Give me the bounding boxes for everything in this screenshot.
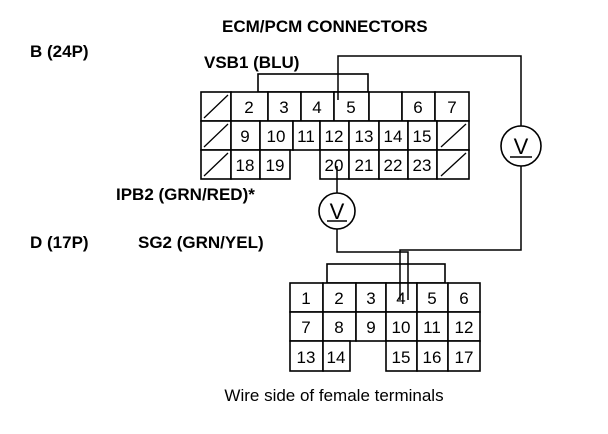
connector-d-wire-label: SG2 (GRN/YEL) [138, 233, 264, 252]
connector-d-cavity [385, 282, 418, 313]
connector-b-wire-label: VSB1 (BLU) [204, 53, 299, 72]
connector-d: 1 2 3 4 5 6 7 8 9 10 11 12 13 14 15 16 1… [289, 263, 481, 372]
connector-b-blank-mark [440, 123, 467, 148]
connector-b-cavity [348, 149, 380, 180]
probe-wire-b5 [337, 55, 522, 126]
connector-b-blank-mark [203, 123, 229, 148]
connector-d-cavity [322, 340, 351, 372]
connector-b-cavity [230, 149, 261, 180]
connector-d-cavity [447, 340, 481, 372]
connector-b-cavity [378, 149, 409, 180]
connector-b-pin: 21 [355, 156, 374, 175]
connector-d-pin: 2 [334, 289, 343, 308]
connector-d-pin: 17 [455, 348, 474, 367]
connector-b-cavity [434, 91, 470, 122]
connector-b-pin: 20 [325, 156, 344, 175]
connector-b-cavity [378, 120, 409, 151]
connector-b-pin: 9 [240, 127, 249, 146]
connector-d-pin: 9 [366, 318, 375, 337]
connector-d-pin: 11 [423, 318, 441, 337]
probe-wire-left-meter-d4 [336, 229, 409, 300]
voltmeter-left: V [318, 192, 356, 230]
connector-b-pin: 19 [266, 156, 285, 175]
connector-b: 2 3 4 5 6 7 9 10 11 12 13 14 15 18 19 20… [200, 73, 470, 180]
connector-d-pin: 15 [392, 348, 411, 367]
connector-d-cavity [416, 282, 449, 313]
diagram-title: ECM/PCM CONNECTORS [222, 17, 428, 36]
voltmeter-left-circle [318, 192, 356, 230]
connector-d-key-tab [326, 263, 446, 284]
connector-b-pin: 14 [384, 127, 403, 146]
connector-b-pin: 18 [236, 156, 255, 175]
connector-b-pin: 3 [279, 98, 288, 117]
connector-b-cavity [259, 149, 291, 180]
connector-b-cavity [292, 120, 321, 151]
test-wiring [336, 55, 522, 300]
voltmeter-right: V [500, 125, 542, 167]
connector-b-pin: 22 [384, 156, 403, 175]
connector-d-pin: 12 [455, 318, 474, 337]
voltmeter-left-symbol: V [330, 199, 345, 224]
connector-d-pin: 16 [423, 348, 442, 367]
connector-b-pin: 4 [312, 98, 321, 117]
connector-d-label: D (17P) [30, 233, 89, 252]
connector-d-pin: 8 [334, 318, 343, 337]
caption: Wire side of female terminals [224, 386, 443, 405]
connector-b-blank-mark [203, 152, 229, 177]
connector-b-probe-label: IPB2 (GRN/RED)* [116, 185, 255, 204]
connector-d-pin: 13 [297, 348, 316, 367]
connector-b-pin: 7 [447, 98, 456, 117]
connector-d-pin: 1 [301, 289, 310, 308]
connector-b-blank-mark [203, 94, 229, 119]
connector-b-key-tab [257, 73, 369, 93]
connector-d-cavity [447, 282, 481, 313]
connector-b-label: B (24P) [30, 42, 89, 61]
connector-d-pin: 5 [427, 289, 436, 308]
connector-b-pin: 5 [346, 98, 355, 117]
voltmeter-right-symbol: V [514, 134, 529, 159]
connector-d-pin: 10 [392, 318, 411, 337]
connector-d-cavity [322, 282, 357, 313]
connector-b-pin: 23 [413, 156, 432, 175]
connector-b-pin: 12 [325, 127, 344, 146]
connector-d-pin: 3 [366, 289, 375, 308]
connector-d-pin: 4 [396, 289, 405, 308]
voltmeter-right-circle [500, 125, 542, 167]
connector-b-pin: 13 [355, 127, 374, 146]
connector-b-cavity [407, 120, 438, 151]
probe-wire-right-meter-d4 [399, 166, 522, 300]
connector-b-pin: 15 [413, 127, 432, 146]
connector-d-pin: 14 [327, 348, 346, 367]
connector-b-cavity [230, 91, 269, 122]
connector-b-pin: 6 [413, 98, 422, 117]
connector-b-pin: 2 [244, 98, 253, 117]
connector-b-pin: 11 [297, 127, 315, 146]
connector-b-blank-mark [440, 152, 467, 177]
connector-b-cavity [368, 91, 403, 122]
connector-d-pin: 6 [459, 289, 468, 308]
connector-d-pin: 7 [301, 318, 310, 337]
connector-b-pin: 10 [267, 127, 286, 146]
